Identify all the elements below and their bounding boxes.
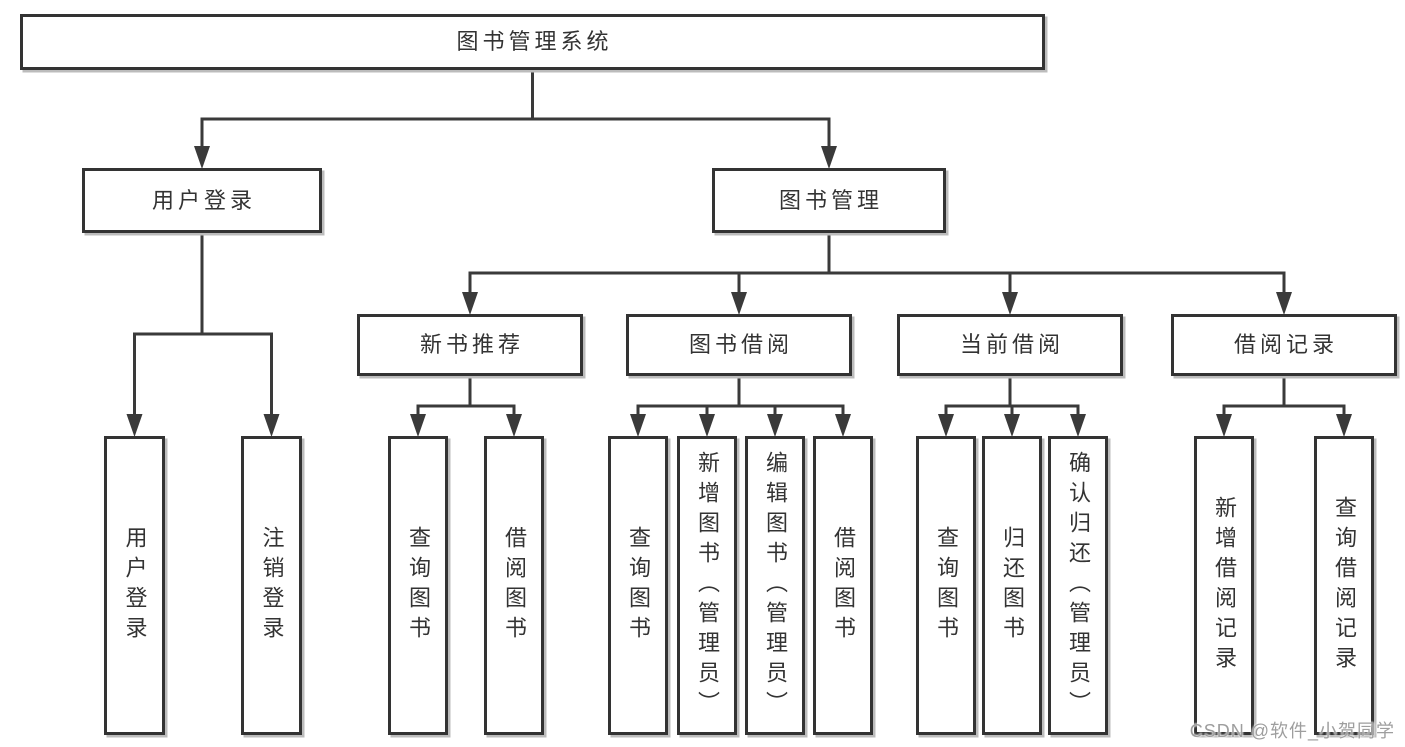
node-label: 查询图书 xyxy=(626,525,651,646)
arrowhead xyxy=(263,414,280,437)
node-leaf-query-books-rec: 查询图书 xyxy=(388,436,448,735)
node-label: 注销登录 xyxy=(259,525,285,646)
node-label: 编辑图书（管理员） xyxy=(763,450,788,721)
node-leaf-borrow-books-rec: 借阅图书 xyxy=(484,436,544,735)
node-label: 查询图书 xyxy=(934,525,959,646)
node-leaf-query-books-borrow: 查询图书 xyxy=(608,436,668,735)
node-book-mgmt: 图书管理 xyxy=(712,168,946,233)
node-leaf-logout: 注销登录 xyxy=(241,436,302,735)
arrowhead xyxy=(1002,292,1018,315)
node-label: 新书推荐 xyxy=(419,332,524,357)
node-leaf-add-book-admin: 新增图书（管理员） xyxy=(677,436,737,735)
arrowhead xyxy=(1336,414,1352,437)
node-borrow-records: 借阅记录 xyxy=(1171,314,1397,376)
arrowhead xyxy=(1004,414,1020,437)
node-label: 用户登录 xyxy=(122,525,148,646)
node-label: 图书管理 xyxy=(778,187,883,213)
node-label: 确认归还（管理员） xyxy=(1066,450,1091,721)
node-label: 当前借阅 xyxy=(959,332,1064,357)
node-current-borrow: 当前借阅 xyxy=(897,314,1123,376)
node-label: 归还图书 xyxy=(1000,525,1025,646)
arrowhead xyxy=(1216,414,1232,437)
arrowhead xyxy=(835,414,851,437)
arrowhead xyxy=(410,414,426,437)
node-new-book-rec: 新书推荐 xyxy=(357,314,583,376)
node-label: 借阅图书 xyxy=(831,525,856,646)
arrowhead xyxy=(821,146,837,169)
node-label: 图书管理系统 xyxy=(456,29,613,54)
arrowhead xyxy=(938,414,954,437)
arrowhead xyxy=(126,414,143,437)
arrowhead xyxy=(731,292,747,315)
node-label: 图书借阅 xyxy=(688,332,793,357)
node-label: 借阅图书 xyxy=(502,525,527,646)
node-leaf-query-books-current: 查询图书 xyxy=(916,436,976,735)
node-label: 用户登录 xyxy=(151,187,256,213)
node-label: 查询图书 xyxy=(406,525,431,646)
node-label: 查询借阅记录 xyxy=(1332,495,1357,676)
node-leaf-user-login: 用户登录 xyxy=(104,436,165,735)
node-leaf-borrow-books: 借阅图书 xyxy=(813,436,873,735)
node-leaf-edit-book-admin: 编辑图书（管理员） xyxy=(745,436,805,735)
node-leaf-confirm-return: 确认归还（管理员） xyxy=(1048,436,1108,735)
node-root: 图书管理系统 xyxy=(20,14,1045,70)
watermark: CSDN @软件_小贺同学 xyxy=(1189,721,1395,741)
arrowhead xyxy=(506,414,522,437)
arrowhead xyxy=(194,146,210,169)
arrowhead xyxy=(630,414,646,437)
node-user-login: 用户登录 xyxy=(82,168,322,233)
node-leaf-query-borrow-record: 查询借阅记录 xyxy=(1314,436,1374,735)
node-label: 新增借阅记录 xyxy=(1212,495,1237,676)
arrowhead xyxy=(699,414,715,437)
node-leaf-add-borrow-record: 新增借阅记录 xyxy=(1194,436,1254,735)
arrowhead xyxy=(1276,292,1292,315)
node-book-borrow: 图书借阅 xyxy=(626,314,852,376)
node-label: 借阅记录 xyxy=(1233,332,1338,357)
node-label: 新增图书（管理员） xyxy=(695,450,720,721)
arrowhead xyxy=(1070,414,1086,437)
arrowhead xyxy=(767,414,783,437)
arrowhead xyxy=(462,292,478,315)
node-leaf-return-book: 归还图书 xyxy=(982,436,1042,735)
